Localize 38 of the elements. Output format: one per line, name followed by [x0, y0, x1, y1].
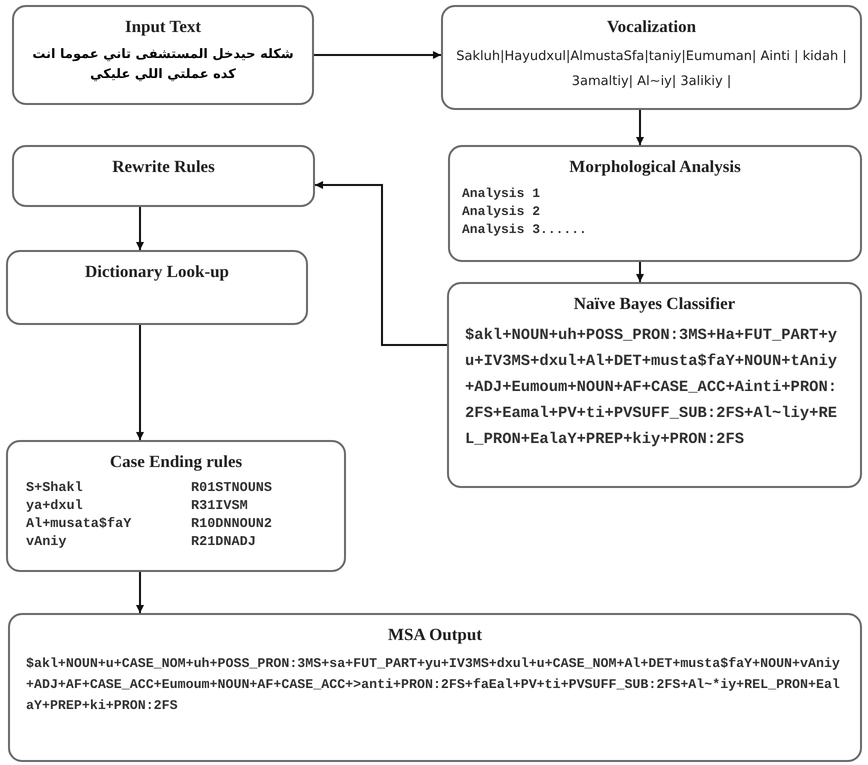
- rule-text: Al+musata$faY: [26, 516, 132, 534]
- tag-sequence: $akl+NOUN+u+CASE_NOM+uh+POSS_PRON:3MS+sa+FUT_PART+yu+IV3MS+dxul+u+CASE_NOM+Al+DET+musta$faY+NOUN+vAniy+ADJ+AF+CASE_ACC+Eumoum+NOUN+AF+CASE_ACC+>anti+PRON:2FS+faEal+PV+ti+PVSUFF_SUB:2FS+Al~*iy+REL_PRON+EalaY+PREP+ki+PRON:2FS: [25, 655, 841, 715]
- tag-sequence: $akl+NOUN+uh+POSS_PRON:3MS+Ha+FUT_PART+yu+IV3MS+dxul+Al+DET+musta$faY+NOUN+tAniy+ADJ+Eumoum+NOUN+AF+CASE_ACC+Ainti+PRON:2FS+Eamal+PV+ti+PVSUFF_SUB:2FS+Al~liy+REL_PRON+EalaY+PREP+kiy+PRON:2FS: [464, 325, 838, 450]
- arrow: [636, 262, 644, 282]
- process-box: [448, 145, 862, 262]
- analysis-line: Analysis 3......: [462, 221, 588, 239]
- box-title: Dictionary Look-up: [84, 262, 230, 282]
- analysis-line: Analysis 2: [462, 203, 542, 221]
- rule-text: R01STNOUNS: [191, 480, 274, 498]
- box-title: Input Text: [124, 17, 202, 37]
- arrow: [314, 51, 441, 59]
- process-box: [447, 282, 862, 488]
- arrow: [136, 207, 144, 250]
- arabic-text: شكله حيدخل المستشفى تاني عموما انت كده عملتي اللي عليكي: [31, 46, 295, 84]
- process-box: [441, 5, 862, 110]
- process-box: [8, 613, 862, 762]
- transliteration-text: Sakluh|Hayudxul|AlmustaSfa|taniy|Eumuman| Ainti | kidah | 3amaltiy| Al~iy| 3alikiy |: [455, 48, 848, 91]
- process-box: [6, 250, 308, 325]
- box-title: Naïve Bayes Classifier: [572, 294, 736, 314]
- rule-text: R10DNNOUN2: [191, 516, 274, 534]
- arrow: [315, 181, 447, 346]
- process-box: [6, 440, 346, 572]
- arrow: [136, 572, 144, 613]
- arrow: [636, 110, 644, 145]
- process-box: [12, 145, 315, 207]
- box-title: Case Ending rules: [108, 452, 244, 472]
- arrow: [136, 325, 144, 440]
- box-title: Morphological Analysis: [568, 157, 742, 177]
- rule-text: R21DNADJ: [191, 534, 257, 552]
- box-title: MSA Output: [387, 625, 483, 645]
- box-title: Vocalization: [606, 17, 698, 37]
- rule-text: ya+dxul: [26, 498, 84, 516]
- box-title: Rewrite Rules: [111, 157, 216, 177]
- analysis-line: Analysis 1: [462, 185, 542, 203]
- process-box: [12, 5, 314, 105]
- rule-text: S+Shakl: [26, 480, 84, 498]
- rule-text: vAniy: [26, 534, 68, 552]
- rule-text: R31IVSM: [191, 498, 249, 516]
